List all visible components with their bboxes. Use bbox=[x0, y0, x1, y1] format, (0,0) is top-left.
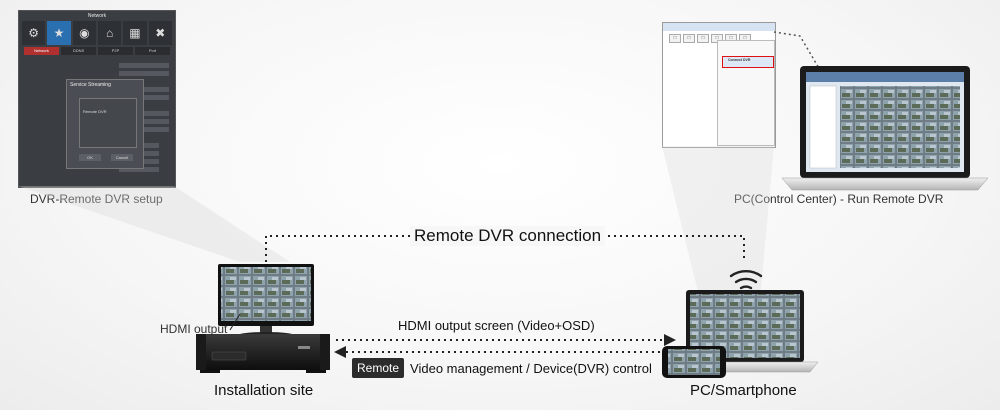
toolbar-icon[interactable]: □ bbox=[669, 34, 681, 43]
smartphone bbox=[662, 346, 726, 378]
pc-titlebar bbox=[663, 23, 775, 31]
setting-field[interactable] bbox=[119, 167, 159, 172]
hdmi-output-label: HDMI output bbox=[160, 322, 228, 336]
dvr-window-title: Network bbox=[87, 13, 107, 19]
cancel-button[interactable]: Cancel bbox=[111, 154, 133, 161]
context-menu: Connect DVR bbox=[717, 40, 775, 146]
toolbar-icon[interactable]: □ bbox=[683, 34, 695, 43]
setting-field[interactable] bbox=[119, 87, 169, 92]
laptop-upper bbox=[781, 66, 989, 191]
popup-options-box: Remote DVR bbox=[79, 98, 137, 148]
setting-field[interactable] bbox=[119, 63, 169, 68]
wrench-icon[interactable]: ⚙ bbox=[22, 21, 46, 45]
remote-connection-line-left bbox=[265, 235, 410, 262]
document-icon[interactable]: ▦ bbox=[123, 21, 147, 45]
tab-network[interactable]: Network bbox=[24, 47, 59, 55]
remote-connection-line-right bbox=[602, 235, 745, 258]
video-management-label: Video management / Device(DVR) control bbox=[410, 360, 652, 376]
projection-wedge-right bbox=[662, 146, 774, 300]
setting-field[interactable] bbox=[119, 127, 169, 132]
dvr-icon-bar: ⚙ ★ ◉ ⌂ ▦ ✖ bbox=[21, 21, 173, 45]
tools-icon[interactable]: ✖ bbox=[148, 21, 172, 45]
tab-ddns[interactable]: DDNS bbox=[61, 47, 96, 55]
hdmi-pointer bbox=[229, 313, 241, 331]
camera-icon[interactable]: ◉ bbox=[72, 21, 96, 45]
arrowhead-right bbox=[664, 334, 676, 346]
home-icon[interactable]: ⌂ bbox=[97, 21, 122, 45]
toolbar-icon[interactable]: □ bbox=[697, 34, 709, 43]
remote-badge: Remote bbox=[352, 358, 405, 378]
callout-connector bbox=[773, 31, 821, 71]
dvr-recorder bbox=[196, 334, 330, 373]
popup-title: Service Streaming bbox=[70, 82, 111, 88]
arrowhead-left bbox=[334, 346, 346, 358]
setting-field[interactable] bbox=[119, 111, 169, 116]
remote-connection-label: Remote DVR connection bbox=[410, 226, 606, 246]
projection-wedge-left bbox=[18, 186, 290, 262]
pc-smartphone-label: PC/Smartphone bbox=[690, 382, 797, 399]
menu-highlight[interactable] bbox=[722, 56, 774, 68]
dvr-setup-caption: DVR-Remote DVR setup bbox=[30, 192, 163, 206]
hdmi-screen-label: HDMI output screen (Video+OSD) bbox=[398, 318, 595, 333]
setting-field[interactable] bbox=[119, 95, 169, 100]
control-label-group: Remote Video management / Device(DVR) co… bbox=[352, 358, 652, 378]
popup-option-remote-dvr[interactable]: Remote DVR bbox=[83, 109, 107, 114]
dvr-tab-bar: Network DDNS P2P Port bbox=[23, 47, 171, 55]
installation-site-label: Installation site bbox=[214, 382, 314, 399]
tab-port[interactable]: Port bbox=[135, 47, 170, 55]
tab-p2p[interactable]: P2P bbox=[98, 47, 133, 55]
setting-field[interactable] bbox=[119, 119, 169, 124]
service-streaming-popup: Service Streaming Remote DVR OK Cancel bbox=[66, 79, 144, 169]
monitor bbox=[218, 264, 314, 340]
ok-button[interactable]: OK bbox=[79, 154, 101, 161]
dvr-setup-screenshot: Network ⚙ ★ ◉ ⌂ ▦ ✖ Network DDNS P2P Por… bbox=[18, 10, 176, 188]
menu-item-connect-dvr[interactable]: Connect DVR bbox=[728, 58, 751, 62]
setting-field[interactable] bbox=[119, 71, 169, 76]
control-center-menu-screenshot: □ □ □ □ □ □ Connect DVR bbox=[662, 22, 776, 148]
network-icon[interactable]: ★ bbox=[47, 21, 71, 45]
pc-caption: PC(Control Center) - Run Remote DVR bbox=[734, 192, 944, 206]
